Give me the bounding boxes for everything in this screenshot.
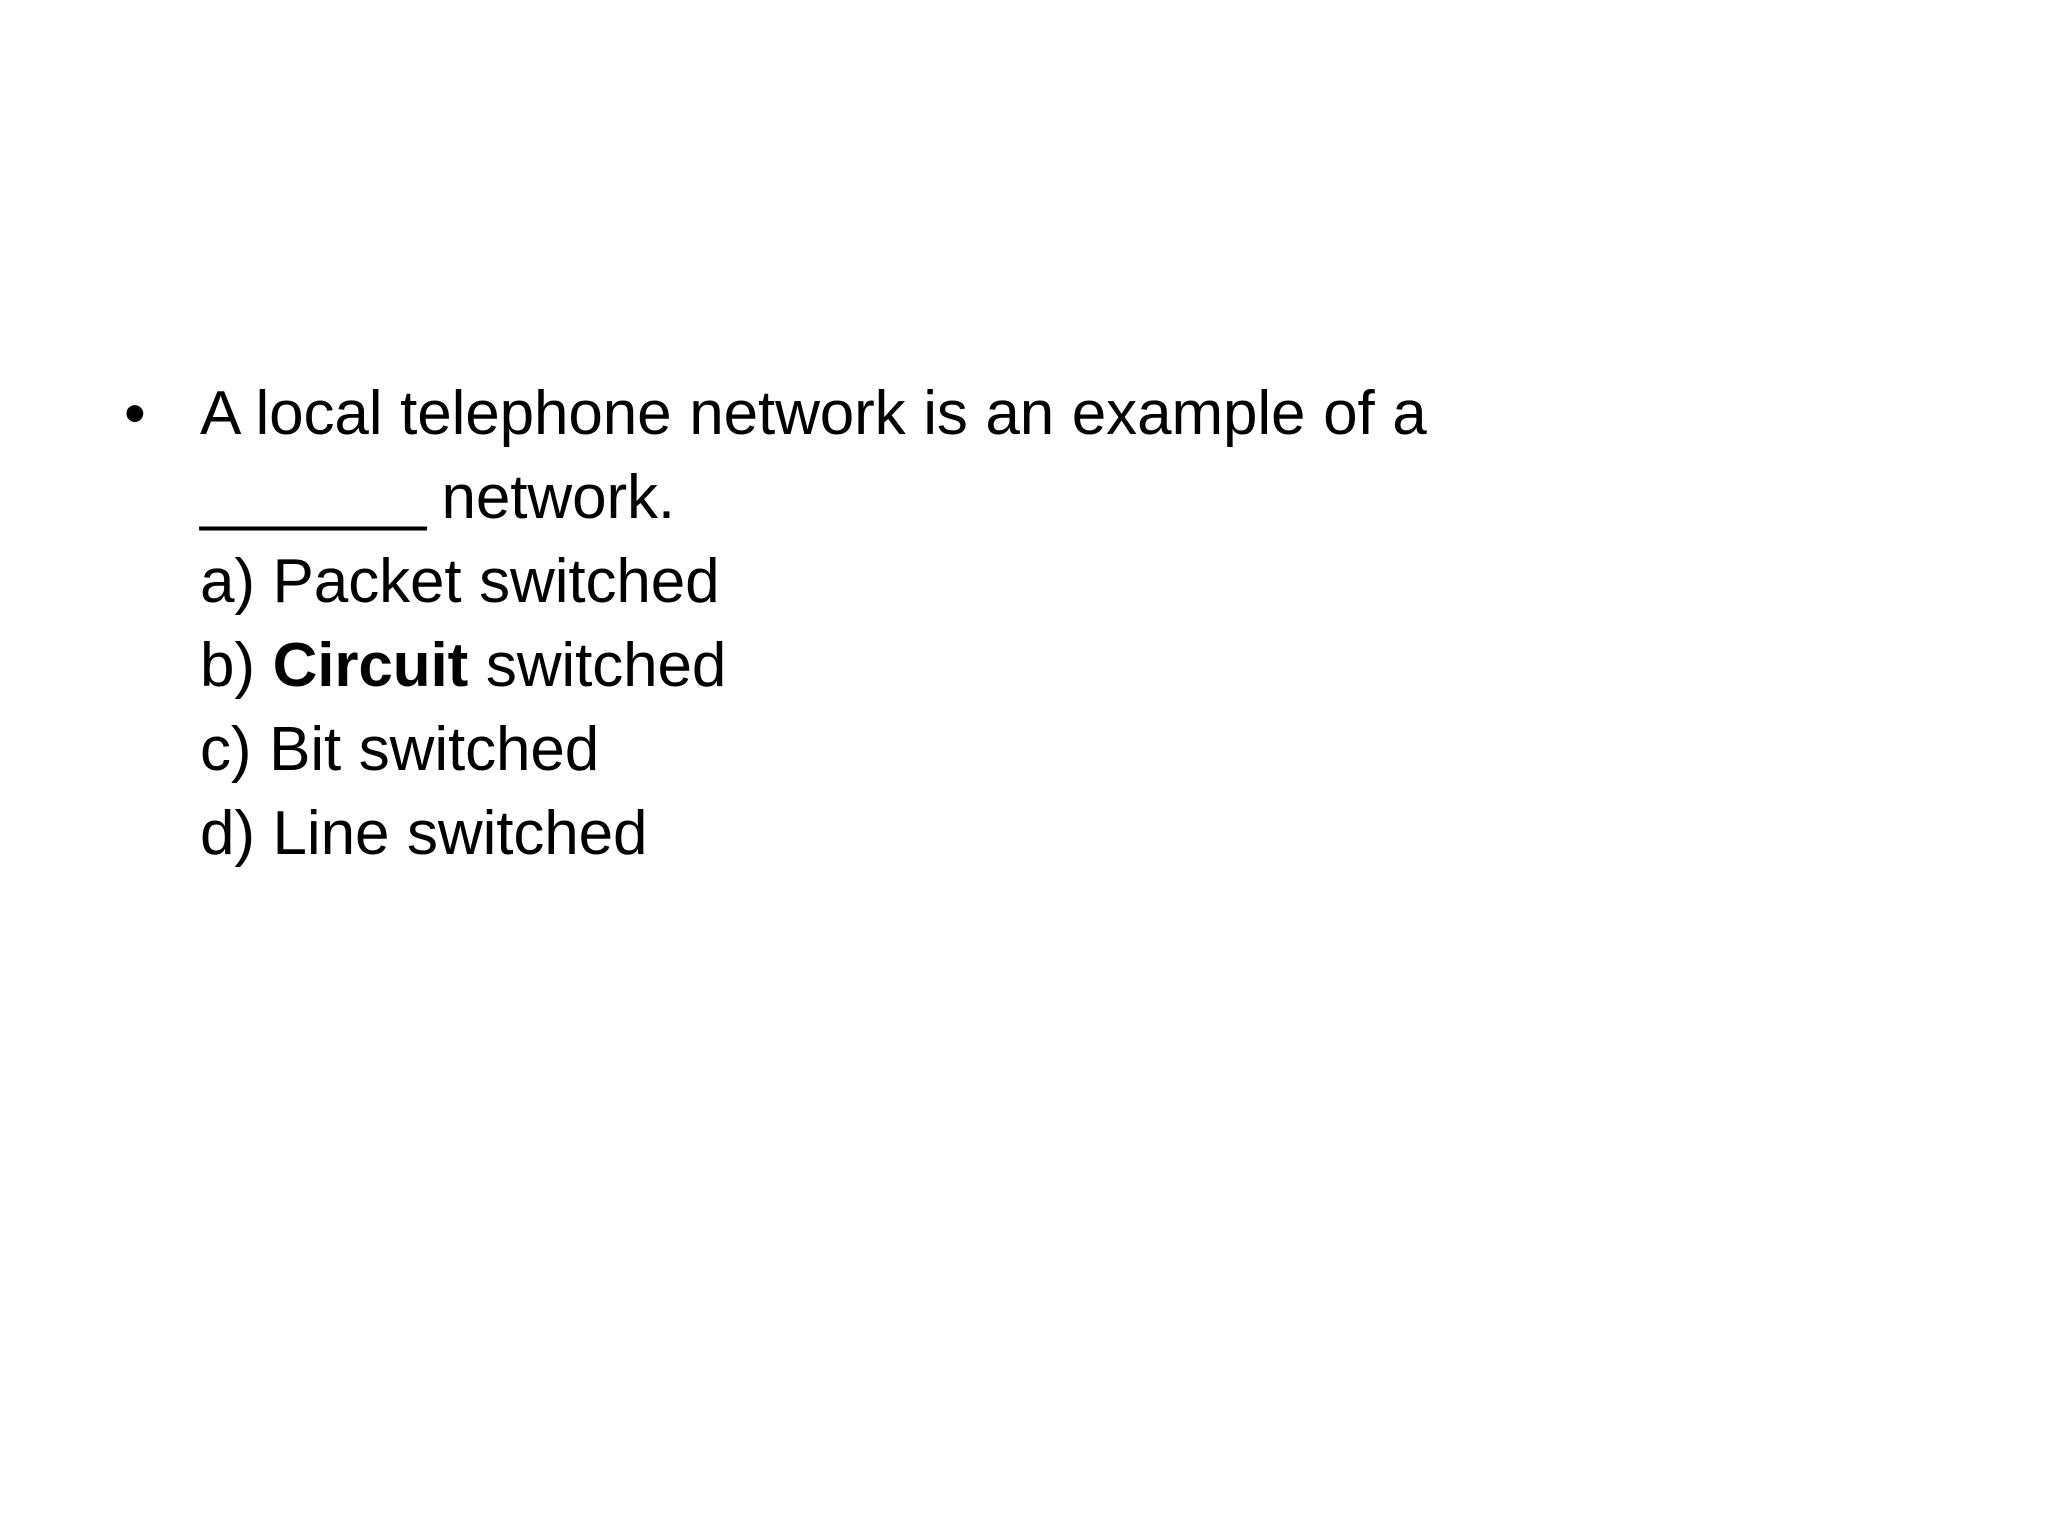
- bullet-point-icon: •: [124, 379, 146, 448]
- bullet-list-item[interactable]: • A local telephone network is an exampl…: [118, 372, 1958, 876]
- question-text-body: A local telephone network is an example …: [200, 372, 1958, 876]
- option-a[interactable]: a) Packet switched: [200, 547, 720, 616]
- bullet-row: • A local telephone network is an exampl…: [118, 372, 1958, 876]
- fill-in-blank: _______: [200, 463, 426, 532]
- option-d[interactable]: d) Line switched: [200, 799, 648, 868]
- option-b[interactable]: b) Circuit switched: [200, 624, 1958, 708]
- option-b-correct-answer: Circuit: [272, 631, 469, 700]
- question-line-2-tail: network.: [423, 463, 676, 532]
- content-placeholder[interactable]: • A local telephone network is an exampl…: [118, 372, 1958, 876]
- option-b-prefix: b): [200, 631, 273, 700]
- option-b-suffix: switched: [468, 631, 727, 700]
- option-c[interactable]: c) Bit switched: [200, 715, 600, 784]
- question-line-1: A local telephone network is an example …: [200, 379, 1427, 448]
- question-line-2: _______ network.: [200, 456, 1958, 540]
